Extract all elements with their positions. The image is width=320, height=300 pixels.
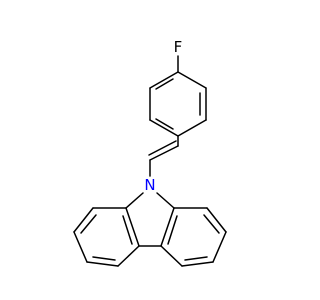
bond-ring3 <box>177 119 207 137</box>
bond-left-inner2 <box>92 256 116 261</box>
bond-left-inner3 <box>122 215 133 245</box>
bond-left6 <box>125 207 140 247</box>
bond-vinyl-double-inner <box>148 140 177 156</box>
bond-right6 <box>160 207 175 247</box>
bond-vinyl-double-outer <box>149 145 179 161</box>
bond-ring1 <box>177 71 207 89</box>
bond-right-inner2 <box>184 256 208 261</box>
bond-ring-inner3 <box>155 78 174 90</box>
bond-ring6 <box>149 71 179 89</box>
bond-right3 <box>212 231 227 263</box>
bond-n-c9a <box>156 192 175 209</box>
bond-left3 <box>73 231 88 263</box>
structure-diagram: F N <box>73 38 227 267</box>
bond-right2 <box>206 207 227 233</box>
bond-left5 <box>117 245 140 267</box>
atom-labels: F N <box>144 38 182 194</box>
bond-ring4 <box>149 119 179 137</box>
nitrogen-atom-label: N <box>144 176 155 194</box>
bond-ring-inner2 <box>155 118 174 130</box>
bond-n-c8a <box>125 192 144 209</box>
bond-right4 <box>181 261 214 267</box>
bonds <box>73 55 227 267</box>
bond-left-inner1 <box>80 214 97 234</box>
bond-left4 <box>86 261 119 267</box>
bond-right5 <box>160 245 183 267</box>
bond-left2 <box>73 207 94 233</box>
bond-right-inner1 <box>203 214 220 234</box>
fluorine-atom-label: F <box>174 38 183 56</box>
bond-right-inner3 <box>167 215 178 245</box>
